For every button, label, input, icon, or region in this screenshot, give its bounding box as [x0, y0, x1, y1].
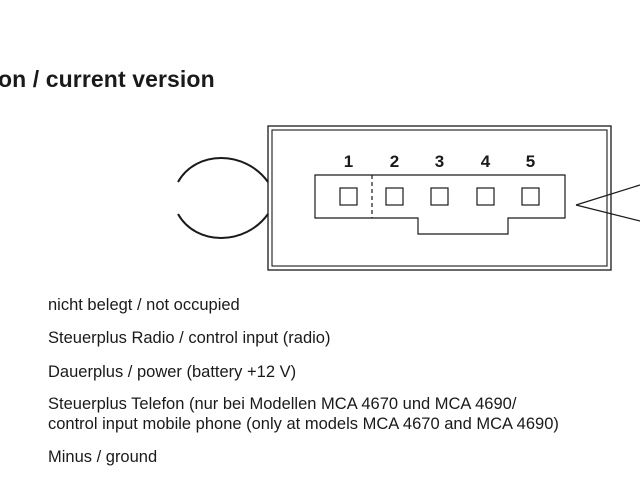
pin-4-description-line-2: control input mobile phone (only at mode…: [48, 415, 559, 433]
cable-loop-bottom: [177, 213, 269, 239]
cable-loop-top: [177, 157, 269, 183]
pin-number-4: 4: [481, 152, 491, 171]
pointer-line-upper: [575, 184, 640, 206]
pin-4-contact: [476, 187, 495, 206]
pin-3-description: Dauerplus / power (battery +12 V): [48, 363, 297, 381]
connector-housing-outer: [267, 125, 612, 271]
pin-5-contact: [521, 187, 540, 206]
pin-3-contact: [430, 187, 449, 206]
pin-1-description: nicht belegt / not occupied: [48, 296, 240, 314]
pin-4-description-line-1: Steuerplus Telefon (nur bei Modellen MCA…: [48, 395, 517, 413]
pin-2-contact: [385, 187, 404, 206]
section-heading: on / current version: [0, 66, 215, 92]
pin-2-description: Steuerplus Radio / control input (radio): [48, 329, 331, 347]
pin-number-3: 3: [435, 152, 444, 171]
pointer-line-lower: [575, 204, 640, 222]
pin-4-description: Steuerplus Telefon (nur bei Modellen MCA…: [48, 394, 559, 434]
pin-number-5: 5: [526, 152, 535, 171]
connector-housing-inner: [271, 129, 608, 267]
pin-number-1: 1: [344, 152, 353, 171]
pin-number-2: 2: [390, 152, 399, 171]
pin-1-contact: [339, 187, 358, 206]
plug-outline: [314, 174, 566, 235]
pin-5-description: Minus / ground: [48, 448, 158, 466]
